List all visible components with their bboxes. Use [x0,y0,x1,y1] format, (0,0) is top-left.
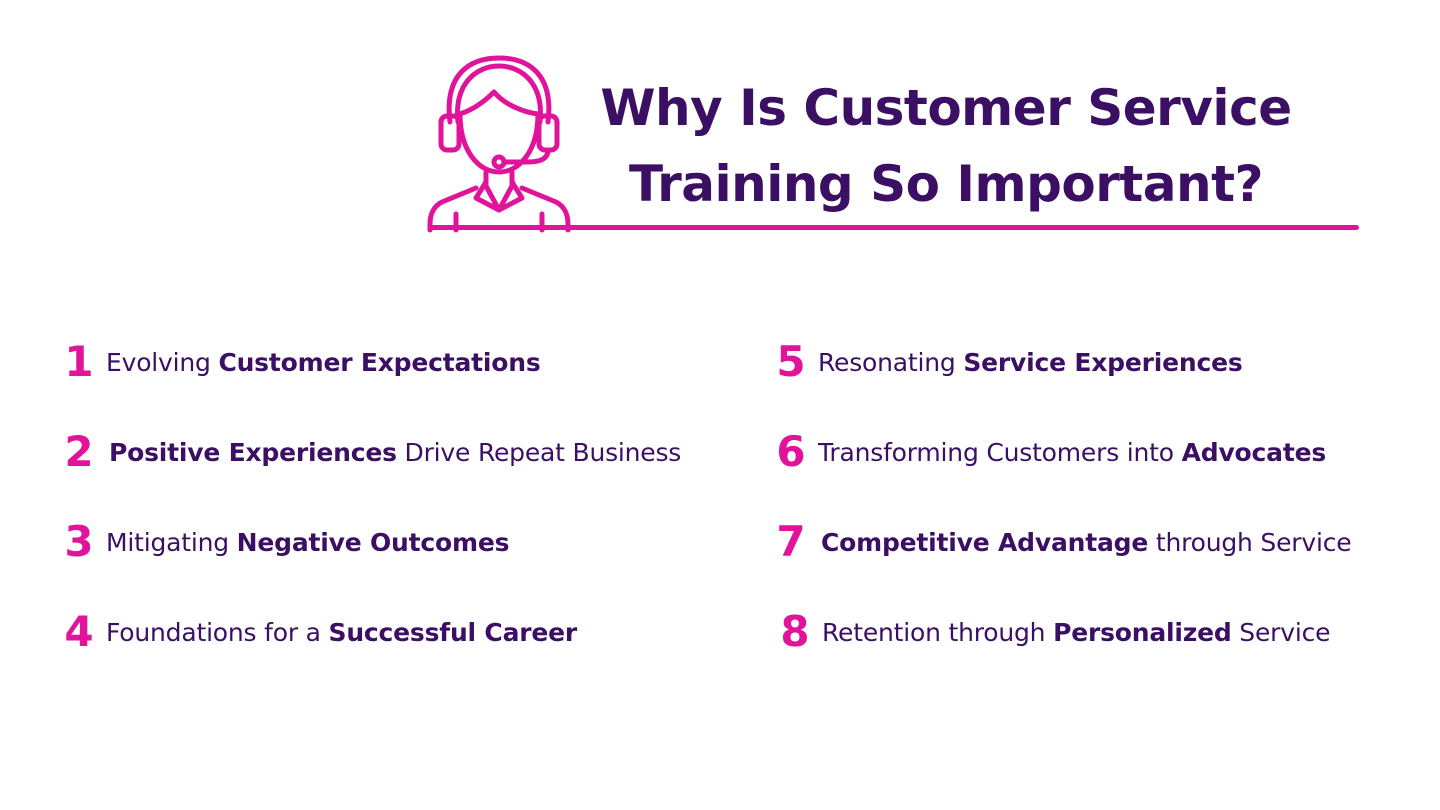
item-text: Mitigating Negative Outcomes [106,527,510,557]
item-text: Resonating Service Experiences [818,347,1243,377]
list-item-1: 1 Evolving Customer Expectations [62,337,541,387]
item-text: Competitive Advantage through Service [821,527,1352,557]
item-text: Positive Experiences Drive Repeat Busine… [109,437,682,467]
list-item-3: 3 Mitigating Negative Outcomes [62,517,509,567]
title-line-2: Training So Important? [628,155,1264,213]
list-item-5: 5 Resonating Service Experiences [774,337,1243,387]
item-text: Transforming Customers into Advocates [818,437,1327,467]
item-number: 3 [64,517,94,566]
title-line-1: Why Is Customer Service [600,79,1292,137]
item-number: 2 [64,427,94,476]
customer-service-agent-icon [427,55,571,233]
item-number: 7 [776,517,806,566]
list-item-4: 4 Foundations for a Successful Career [62,607,577,657]
list-item-2: 2 Positive Experiences Drive Repeat Busi… [62,427,681,477]
title-underline [428,225,1359,230]
item-number: 6 [776,427,806,476]
page-title: Why Is Customer Service Training So Impo… [596,70,1296,222]
item-text: Foundations for a Successful Career [106,617,578,647]
list-item-7: 7 Competitive Advantage through Service [774,517,1351,567]
item-text: Retention through Personalized Service [822,617,1331,647]
list-item-6: 6 Transforming Customers into Advocates [774,427,1326,477]
item-number: 5 [776,337,806,386]
list-item-8: 8 Retention through Personalized Service [778,607,1330,657]
item-number: 1 [64,337,94,386]
item-number: 4 [64,607,94,656]
item-text: Evolving Customer Expectations [106,347,541,377]
item-number: 8 [780,607,810,656]
